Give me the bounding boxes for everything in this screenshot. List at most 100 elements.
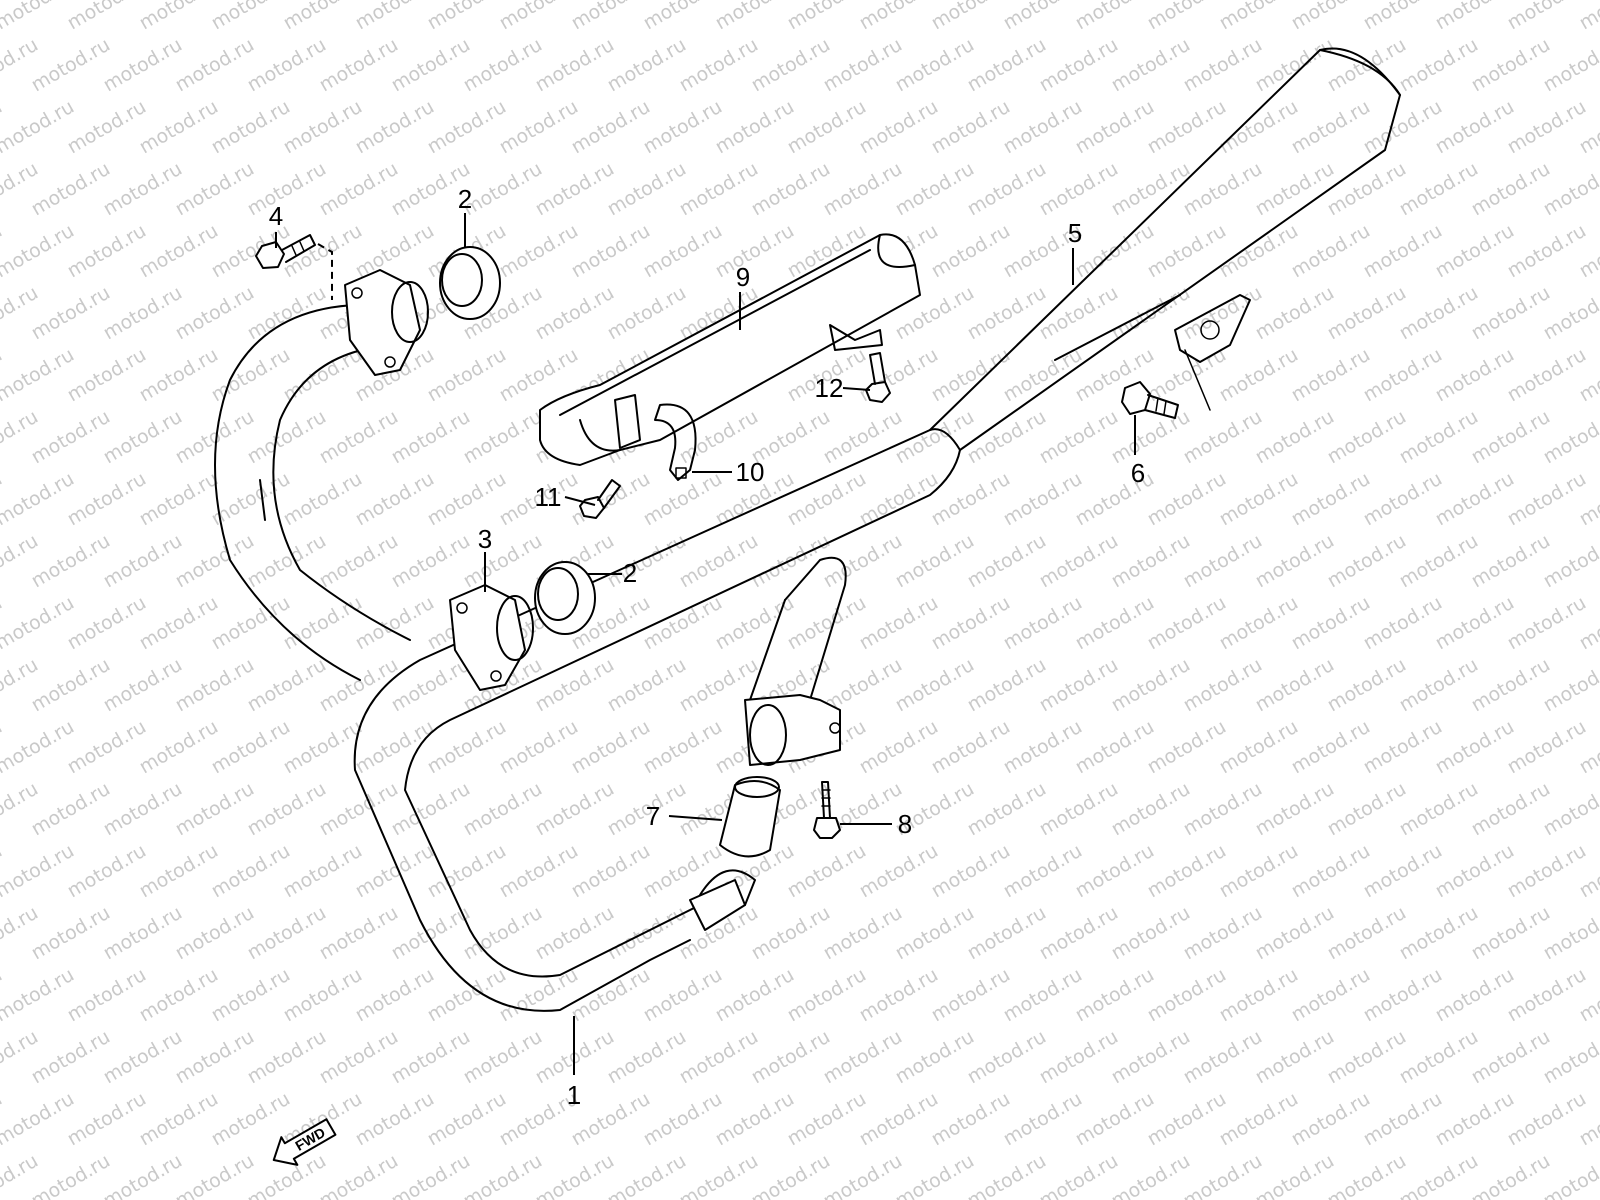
watermark-text: motod.ru xyxy=(316,406,402,469)
watermark-text: motod.ru xyxy=(64,964,150,1027)
watermark-text: motod.ru xyxy=(1144,592,1230,655)
watermark-text: motod.ru xyxy=(64,344,150,407)
watermark-text: motod.ru xyxy=(892,34,978,97)
watermark-text: motod.ru xyxy=(280,964,366,1027)
watermark-text: motod.ru xyxy=(676,158,762,221)
watermark-text: motod.ru xyxy=(244,282,330,345)
watermark-text: motod.ru xyxy=(136,220,222,283)
watermark-text: motod.ru xyxy=(1468,530,1554,593)
watermark-text: motod.ru xyxy=(28,654,114,717)
watermark-text: motod.ru xyxy=(640,964,726,1027)
watermark-text: motod.ru xyxy=(604,1026,690,1089)
watermark-text: motod.ru xyxy=(640,592,726,655)
watermark-text: motod.ru xyxy=(1540,1026,1600,1089)
watermark-text: motod.ru xyxy=(928,468,1014,531)
watermark-text: motod.ru xyxy=(1072,96,1158,159)
watermark-text: motod.ru xyxy=(28,530,114,593)
watermark-text: motod.ru xyxy=(316,530,402,593)
watermark-text: motod.ru xyxy=(1252,530,1338,593)
watermark-text: motod.ru xyxy=(280,592,366,655)
watermark-text: motod.ru xyxy=(244,654,330,717)
watermark-text: motod.ru xyxy=(424,344,510,407)
flange-bolt xyxy=(255,234,333,300)
watermark-text: motod.ru xyxy=(1000,592,1086,655)
watermark-text: motod.ru xyxy=(928,220,1014,283)
watermark-text: motod.ru xyxy=(316,1026,402,1089)
watermark-text: motod.ru xyxy=(172,34,258,97)
watermark-text: motod.ru xyxy=(1216,468,1302,531)
watermark-text: motod.ru xyxy=(1036,282,1122,345)
watermark-text: motod.ru xyxy=(784,964,870,1027)
watermark-text: motod.ru xyxy=(1072,964,1158,1027)
watermark-text: motod.ru xyxy=(856,716,942,779)
watermark-text: motod.ru xyxy=(1000,96,1086,159)
watermark-text: motod.ru xyxy=(1288,964,1374,1027)
watermark-text: motod.ru xyxy=(1000,840,1086,903)
watermark-text: motod.ru xyxy=(1180,406,1266,469)
watermark-text: motod.ru xyxy=(136,344,222,407)
watermark-text: motod.ru xyxy=(856,840,942,903)
watermark-text: motod.ru xyxy=(532,158,618,221)
watermark-text: motod.ru xyxy=(460,406,546,469)
watermark-text: motod.ru xyxy=(712,964,798,1027)
watermark-text: motod.ru xyxy=(748,1026,834,1089)
watermark-text: motod.ru xyxy=(1252,282,1338,345)
watermark-text: motod.ru xyxy=(496,840,582,903)
watermark-text: motod.ru xyxy=(532,282,618,345)
watermark-text: motod.ru xyxy=(1216,716,1302,779)
watermark-text: motod.ru xyxy=(280,468,366,531)
watermark-text: motod.ru xyxy=(352,220,438,283)
watermark-text: motod.ru xyxy=(784,840,870,903)
watermark-text: motod.ru xyxy=(1324,1026,1410,1089)
watermark-text: motod.ru xyxy=(640,716,726,779)
watermark-text: motod.ru xyxy=(316,158,402,221)
watermark-text: motod.ru xyxy=(136,96,222,159)
watermark-text: motod.ru xyxy=(1072,592,1158,655)
watermark-text: motod.ru xyxy=(244,778,330,841)
watermark-text: motod.ru xyxy=(1360,468,1446,531)
watermark-text: motod.ru xyxy=(1180,282,1266,345)
watermark-text: motod.ru xyxy=(496,220,582,283)
watermark-text: motod.ru xyxy=(748,34,834,97)
watermark-text: motod.ru xyxy=(388,34,474,97)
watermark-text: motod.ru xyxy=(640,96,726,159)
watermark-text: motod.ru xyxy=(892,158,978,221)
watermark-text: motod.ru xyxy=(1432,96,1518,159)
muffler xyxy=(929,47,1401,451)
watermark-text: motod.ru xyxy=(316,778,402,841)
callout-3: 3 xyxy=(478,524,492,554)
watermark-text: motod.ru xyxy=(964,34,1050,97)
watermark-text: motod.ru xyxy=(280,220,366,283)
exhaust-pipe xyxy=(353,429,961,1012)
watermark-text: motod.ru xyxy=(1504,96,1590,159)
watermark-text: motod.ru xyxy=(1324,530,1410,593)
watermark-text: motod.ru xyxy=(604,282,690,345)
watermark-text: motod.ru xyxy=(1180,1026,1266,1089)
watermark-text: motod.ru xyxy=(316,902,402,965)
watermark-text: motod.ru xyxy=(1432,1088,1518,1151)
watermark-text: motod.ru xyxy=(604,902,690,965)
watermark-text: motod.ru xyxy=(100,158,186,221)
exhaust-flange-lower xyxy=(449,584,534,691)
watermark-text: motod.ru xyxy=(1108,902,1194,965)
watermark-text: motod.ru xyxy=(244,406,330,469)
watermark-text: motod.ru xyxy=(28,902,114,965)
watermark-text: motod.ru xyxy=(1072,840,1158,903)
watermark-text: motod.ru xyxy=(640,220,726,283)
watermark-text: motod.ru xyxy=(1288,840,1374,903)
watermark-text: motod.ru xyxy=(1540,778,1600,841)
watermark-text: motod.ru xyxy=(676,1026,762,1089)
watermark-text: motod.ru xyxy=(100,654,186,717)
watermark-text: motod.ru xyxy=(1396,902,1482,965)
watermark-text: motod.ru xyxy=(136,840,222,903)
watermark-text: motod.ru xyxy=(1144,964,1230,1027)
watermark-text: motod.ru xyxy=(1036,654,1122,717)
watermark-text: motod.ru xyxy=(388,778,474,841)
watermark-text: motod.ru xyxy=(424,716,510,779)
watermark-text: motod.ru xyxy=(1216,96,1302,159)
watermark-text: motod.ru xyxy=(1108,34,1194,97)
watermark-text: motod.ru xyxy=(1360,220,1446,283)
watermark-text: motod.ru xyxy=(1396,530,1482,593)
watermark-text: motod.ru xyxy=(1432,964,1518,1027)
watermark-text: motod.ru xyxy=(676,34,762,97)
